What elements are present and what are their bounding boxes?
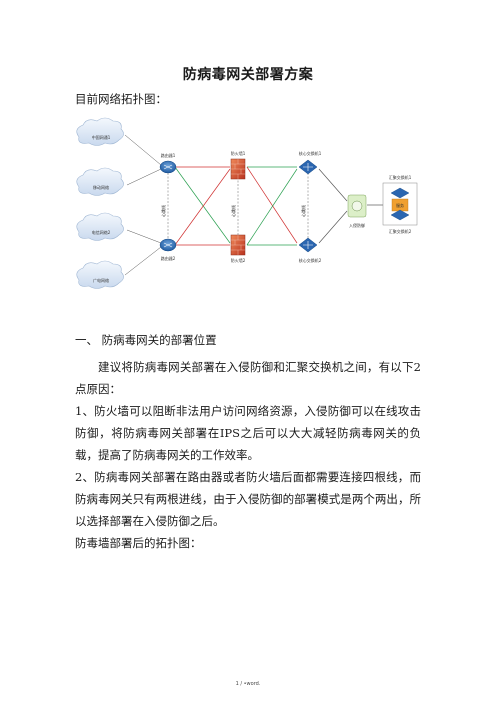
router-icon (159, 160, 177, 174)
paragraph-reason-1: 1、防火墙可以阻断非法用户访问网络资源，入侵防御可以在线攻击防御，将防病毒网关部… (75, 404, 421, 462)
aggregation-label: 汇聚交换机1 (389, 174, 412, 180)
heartbeat-label: 心跳线 (160, 205, 166, 217)
section-heading: 一、 防病毒网关的部署位置 (75, 333, 217, 347)
switch-label: 核心交换机2 (299, 257, 322, 263)
cloud-icon: 广电网络 (76, 260, 124, 289)
paragraph-reason-2: 2、防病毒网关部署在路由器或者防火墙后面都需要连接四根线，而防病毒网关只有两根进… (75, 470, 421, 528)
switch-label: 核心交换机1 (299, 150, 322, 156)
firewall-label: 防火墙1 (231, 150, 246, 156)
switch-icon (298, 237, 318, 253)
cloud-label: 广电网络 (93, 277, 109, 283)
paragraph-reasons: 建议将防病毒网关部署在入侵防御和汇聚交换机之间，有以下2点原因： (75, 360, 421, 396)
document-title: 防病毒网关部署方案 (182, 67, 314, 83)
cloud-label: 移动网络 (93, 184, 109, 190)
page-footer: 1 / •word. (235, 681, 261, 687)
ips-icon (347, 194, 367, 218)
switch-icon (390, 187, 410, 221)
router-icon (159, 238, 177, 252)
cloud-icon: 移动网络 (76, 167, 124, 196)
network-topology-diagram: 中国网通1 移动网络 电信网络2 广电网络 (76, 117, 418, 289)
heartbeat-label: 心跳线 (300, 205, 306, 217)
server-label: 服务 (396, 202, 404, 208)
cloud-icon: 中国网通1 (76, 117, 124, 146)
cloud-icon: 电信网络2 (76, 212, 124, 241)
aggregation-label: 汇聚交换机2 (389, 228, 412, 234)
router-label: 路由器2 (161, 255, 176, 261)
firewall-icon (230, 158, 246, 180)
cloud-label: 中国网通1 (92, 134, 111, 140)
firewall-label: 防火墙2 (231, 257, 246, 263)
ips-label: 入侵防御 (349, 222, 365, 228)
paragraph-topology-after: 防毒墙部署后的拓扑图： (75, 536, 202, 550)
switch-icon (298, 159, 318, 175)
firewall-icon (230, 234, 246, 256)
router-label: 路由器1 (161, 152, 176, 158)
cloud-label: 电信网络2 (92, 229, 111, 235)
intro-text: 目前网络拓扑图： (75, 92, 167, 106)
heartbeat-label: 心跳线 (230, 205, 236, 217)
